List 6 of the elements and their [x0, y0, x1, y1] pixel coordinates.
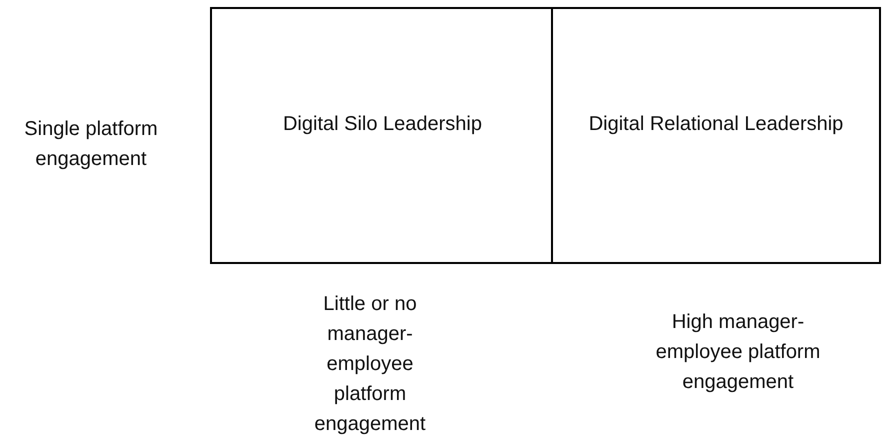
- column-label: Little or no manager-employee platform engagement: [313, 292, 427, 437]
- column-label: High manager-employee platform engagement: [654, 310, 822, 395]
- cell-label: Digital Relational Leadership: [588, 113, 844, 136]
- cell-label: Digital Silo Leadership: [282, 113, 482, 136]
- row-label: Single platform engagement: [23, 117, 159, 172]
- quadrant-cell: [551, 7, 881, 264]
